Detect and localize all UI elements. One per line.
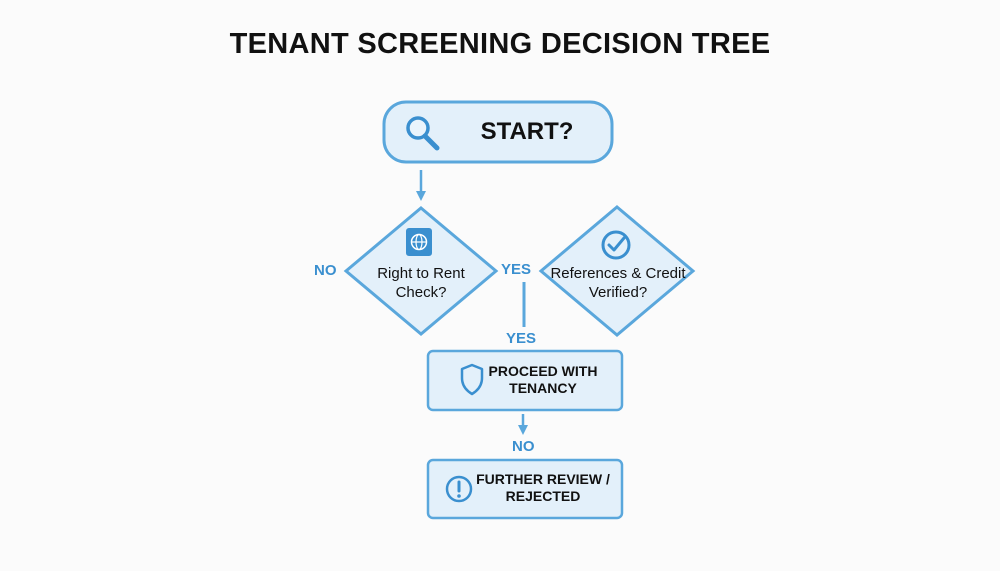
- references-node: [538, 205, 696, 337]
- no-label-down: NO: [512, 438, 535, 455]
- start-label: START?: [480, 118, 574, 145]
- references-label: References & Credit Verified?: [550, 265, 686, 301]
- review-label: FURTHER REVIEW / REJECTED: [476, 470, 610, 505]
- check-circle-icon: [601, 230, 631, 260]
- right-to-rent-label: Right to Rent Check?: [377, 265, 465, 301]
- passport-icon: [406, 228, 432, 256]
- diagram-title: TENANT SCREENING DECISION TREE: [229, 28, 771, 60]
- start-node: [382, 100, 614, 164]
- yes-label-right: YES: [501, 261, 532, 278]
- review-node: [426, 458, 624, 520]
- right-to-rent-node: [343, 206, 499, 336]
- proceed-label: PROCEED WITH TENANCY: [488, 362, 598, 397]
- no-label-left: NO: [314, 262, 337, 279]
- exclamation-icon: [445, 475, 473, 503]
- magnifier-icon: [406, 116, 440, 151]
- yes-label-down: YES: [506, 330, 537, 347]
- shield-icon: [460, 363, 484, 396]
